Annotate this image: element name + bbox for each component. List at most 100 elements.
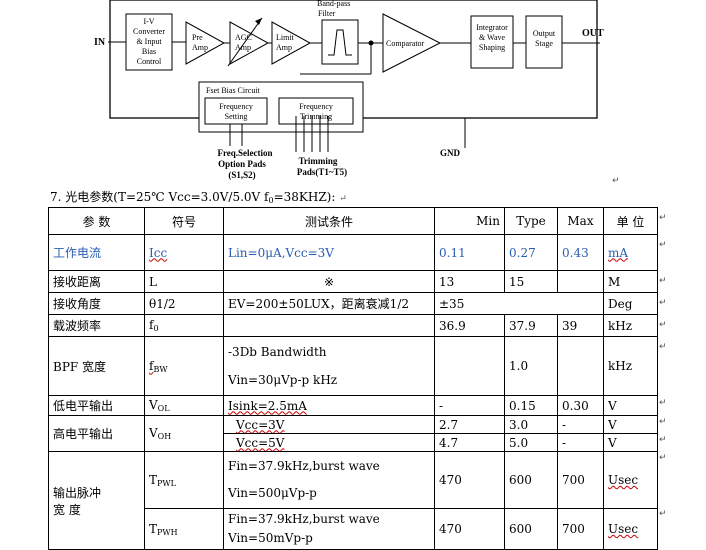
symbol-text: T xyxy=(149,521,158,536)
iv-converter-label: I-V Converter & Input Bias Control xyxy=(133,17,165,66)
svg-text:Option Pads: Option Pads xyxy=(218,159,266,169)
table-cell: mA xyxy=(603,234,658,271)
unit-text: Usec xyxy=(608,473,639,487)
svg-text:& Input: & Input xyxy=(136,37,162,46)
table-cell: 0.15 xyxy=(504,395,558,416)
symbol-sub: PWL xyxy=(157,478,176,488)
table-cell: kHz xyxy=(603,314,658,337)
header-symbol: 符号 xyxy=(144,207,224,235)
freq-setting-block xyxy=(204,97,268,125)
header-min: Min xyxy=(434,207,505,235)
table-cell: Deg xyxy=(603,292,658,315)
table-cell: 700 xyxy=(557,451,604,509)
table-cell: Fin=37.9kHz,burst wave Vin=500μVp-p xyxy=(223,451,435,509)
bandpass-filter-block xyxy=(321,19,359,65)
iv-converter-block xyxy=(125,13,173,71)
svg-text:Converter: Converter xyxy=(133,27,165,36)
heading-tail: =38KHZ): xyxy=(273,190,336,204)
table-cell xyxy=(434,336,505,396)
table-row-carrier-frequency: 载波频率 f0 36.9 37.9 39 kHz xyxy=(48,314,658,337)
gnd-label: GND xyxy=(440,148,461,158)
row-mark: ↵ xyxy=(659,435,667,445)
agc-amp-triangle xyxy=(229,21,270,65)
table-row-pulse-width-high: TPWH Fin=37.9kHz,burst wave Vin=50mVp-p … xyxy=(49,508,658,550)
table-cell: Fin=37.9kHz,burst wave Vin=50mVp-p xyxy=(223,508,435,550)
table-cell: 600 xyxy=(504,508,558,550)
block-diagram: IN I-V Converter & Input Bias Control Pr… xyxy=(94,0,604,180)
table-cell: V xyxy=(603,433,658,452)
table-cell: 0.11 xyxy=(434,234,505,271)
table-cell: ※ xyxy=(223,270,435,293)
table-row-pulse-width: 输出脉冲 宽 度 TPWL Fin=37.9kHz,burst wave Vin… xyxy=(48,451,658,550)
section-heading: 7. 光电参数(T=25℃ Vcc=3.0V/5.0V f0=38KHZ): ↵ xyxy=(50,188,347,205)
in-label: IN xyxy=(94,37,106,48)
agc-amp-label: AGC xyxy=(235,33,252,42)
condition-text: Isink=2.5mA xyxy=(228,398,307,413)
condition-line: Fin=37.9kHz,burst wave xyxy=(228,512,380,526)
table-cell: 15 xyxy=(504,270,558,293)
fset-bias-title: Fset Bias Circuit xyxy=(206,86,261,95)
freq-selection-label: Freq.Selection Option Pads (S1,S2) xyxy=(217,148,272,180)
table-row-bpf-width: BPF 宽度 fBW -3Db Bandwidth Vin=30μVp-p kH… xyxy=(48,336,658,396)
svg-text:Control: Control xyxy=(137,57,162,66)
table-cell: Isink=2.5mA xyxy=(223,395,435,416)
table-cell: 470 xyxy=(434,508,505,550)
table-cell: BPF 宽度 xyxy=(48,336,145,396)
unit-text: Usec xyxy=(608,522,639,536)
header-max: Max xyxy=(557,207,604,235)
table-cell: Usec xyxy=(603,508,658,550)
table-cell: Usec xyxy=(603,451,658,509)
integrator-label: Integrator & Wave Shaping xyxy=(476,23,508,52)
table-cell: Vcc=3V xyxy=(223,415,435,434)
table-cell: 工作电流 xyxy=(48,234,145,271)
table-cell: f0 xyxy=(144,314,224,337)
table-cell: M xyxy=(603,270,658,293)
table-cell: V xyxy=(603,415,658,434)
symbol-text: V xyxy=(149,426,158,440)
svg-text:Stage: Stage xyxy=(535,39,553,48)
svg-text:Setting: Setting xyxy=(225,112,248,121)
row-mark: ↵ xyxy=(659,398,667,408)
symbol-text: f xyxy=(149,318,154,332)
pre-amp-label: Pre xyxy=(192,33,203,42)
condition-line: Vin=500μVp-p xyxy=(228,486,317,500)
table-cell: - xyxy=(434,395,505,416)
table-cell: 470 xyxy=(434,451,505,509)
condition-line: Vin=50mVp-p xyxy=(228,531,313,545)
row-mark: ↵ xyxy=(659,342,667,352)
table-cell: 高电平输出 xyxy=(48,415,145,452)
table-cell: θ1/2 xyxy=(144,292,224,315)
output-stage-block xyxy=(525,15,563,69)
symbol-text: V xyxy=(149,398,158,412)
row-mark: ↵ xyxy=(659,509,667,519)
symbol-text: f xyxy=(149,358,154,373)
svg-text:Pads(T1~T5): Pads(T1~T5) xyxy=(297,167,347,177)
parameter-table: 参 数 符号 测试条件 Min Type Max 单 位 工作电流 Icc Li… xyxy=(48,207,658,550)
symbol-text: Icc xyxy=(149,245,168,260)
table-cell: TPWL xyxy=(144,451,224,509)
table-cell: L xyxy=(144,270,224,293)
symbol-sub: 0 xyxy=(153,324,159,333)
table-row-distance: 接收距离 L ※ 13 15 M xyxy=(48,270,658,293)
svg-text:Freq.Selection: Freq.Selection xyxy=(217,148,272,158)
row-mark: ↵ xyxy=(659,417,667,427)
integrator-block xyxy=(470,15,514,69)
heading-sub: 0 xyxy=(268,196,274,205)
table-cell: 2.7 xyxy=(434,415,505,434)
table-cell xyxy=(557,336,604,396)
table-cell: 700 xyxy=(557,508,604,550)
table-cell: kHz xyxy=(603,336,658,396)
limit-amp-label: Limit xyxy=(276,33,295,42)
svg-text:(S1,S2): (S1,S2) xyxy=(228,170,255,180)
svg-text:Trimming: Trimming xyxy=(299,156,338,166)
paragraph-mark: ↵ xyxy=(339,194,347,204)
row-mark: ↵ xyxy=(659,276,667,286)
table-header-row: 参 数 符号 测试条件 Min Type Max 单 位 xyxy=(48,207,658,235)
agc-amp-label-2: Amp xyxy=(235,43,251,52)
table-cell: 37.9 xyxy=(504,314,558,337)
symbol-sub: PWH xyxy=(157,527,178,537)
svg-text:I-V: I-V xyxy=(143,17,154,26)
table-cell: 1.0 xyxy=(504,336,558,396)
comparator-label: Comparator xyxy=(386,39,425,48)
row-mark: ↵ xyxy=(659,213,667,223)
